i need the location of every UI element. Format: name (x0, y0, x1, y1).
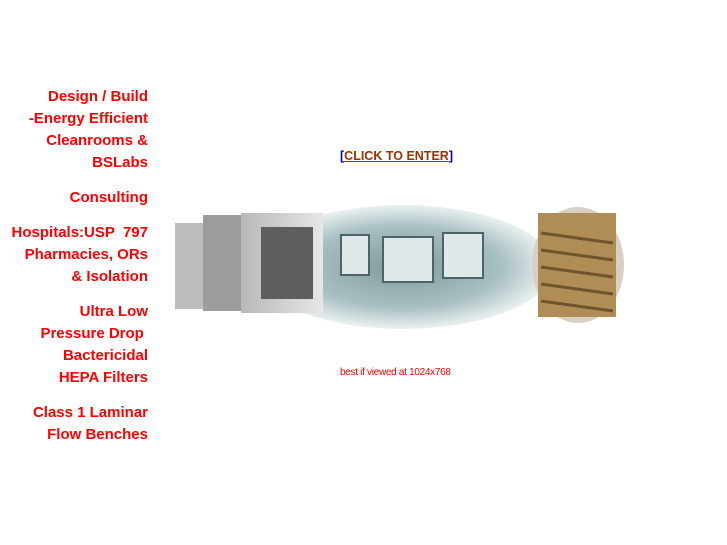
services-menu: Design / Build -Energy Efficient Cleanro… (12, 86, 148, 459)
menu-line[interactable]: Pharmacies, ORs (24, 246, 148, 263)
click-to-enter-link[interactable]: CLICK TO ENTER (344, 149, 449, 163)
hepa-filter-photo (532, 207, 624, 323)
menu-line[interactable]: Ultra Low (79, 303, 148, 320)
hero-image[interactable] (173, 205, 625, 335)
menu-group-cleanrooms[interactable]: Design / Build -Energy Efficient Cleanro… (12, 86, 148, 174)
menu-line[interactable]: BSLabs (92, 154, 148, 171)
menu-group-laminar[interactable]: Class 1 Laminar Flow Benches (12, 402, 148, 446)
menu-line[interactable]: Cleanrooms & (46, 132, 148, 149)
menu-line[interactable]: Class 1 Laminar (32, 404, 148, 421)
bracket-open: [ (340, 149, 345, 163)
fan-filter-unit-photo (175, 213, 323, 313)
menu-line[interactable]: HEPA Filters (58, 369, 148, 386)
menu-line[interactable]: Flow Benches (47, 426, 148, 443)
menu-group-hepa[interactable]: Ultra Low Pressure Drop Bactericidal HEP… (12, 301, 148, 389)
bracket-close: ] (448, 149, 453, 163)
menu-line[interactable]: Bactericidal (62, 347, 148, 364)
cleanroom-windows (340, 232, 484, 283)
menu-line[interactable]: Design / Build (47, 88, 148, 105)
resolution-note: best if viewed at 1024x768 (340, 367, 451, 378)
menu-line[interactable]: & Isolation (71, 268, 148, 285)
enter-link-wrapper: [CLICK TO ENTER] (340, 149, 453, 163)
menu-group-consulting[interactable]: Consulting (12, 187, 148, 209)
menu-line[interactable]: Consulting (69, 189, 148, 206)
menu-line[interactable]: Hospitals:USP 797 (11, 224, 148, 241)
menu-group-hospitals[interactable]: Hospitals:USP 797 Pharmacies, ORs & Isol… (12, 222, 148, 288)
menu-line[interactable]: Pressure Drop (40, 325, 148, 342)
menu-line[interactable]: -Energy Efficient (28, 110, 148, 127)
